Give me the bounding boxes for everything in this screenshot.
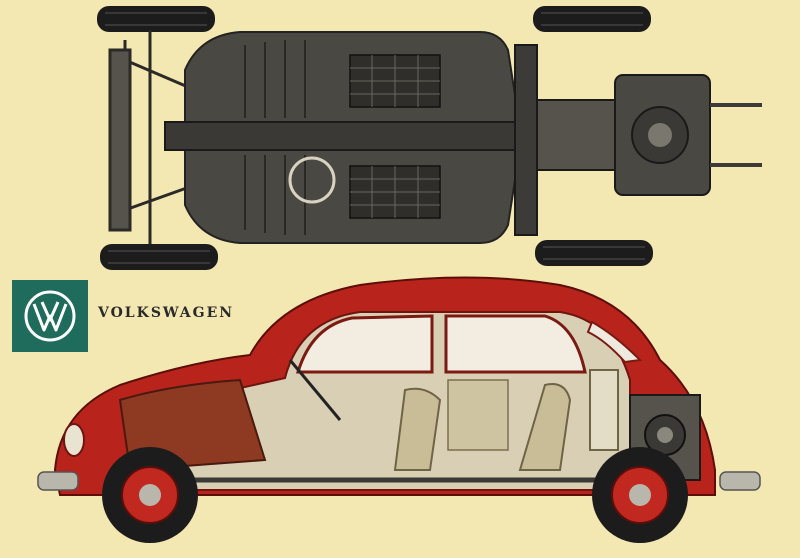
- chassis-wheels: [97, 6, 653, 270]
- rear-window: [586, 320, 643, 364]
- rear-bumper: [719, 471, 761, 491]
- central-tunnel: [164, 121, 526, 151]
- floor-ribs: [244, 40, 306, 235]
- door-panel: [447, 379, 509, 451]
- rear-axle-engine: [514, 44, 762, 236]
- front-bumper: [37, 471, 79, 491]
- chassis-top-view: [97, 6, 762, 270]
- cutaway-side-view: [37, 276, 761, 543]
- side-window: [444, 314, 587, 374]
- seat-grilles: [349, 54, 441, 219]
- front-axle: [108, 30, 196, 244]
- vw-logo-icon: [24, 290, 76, 342]
- headlight: [63, 423, 85, 457]
- steering-column: [288, 359, 342, 421]
- brand-name: VOLKSWAGEN: [98, 305, 235, 321]
- seats: [393, 369, 619, 471]
- front-window: [295, 314, 434, 374]
- side-wheels: [102, 447, 688, 543]
- steering-wheel: [288, 156, 336, 204]
- vw-logo-badge: [12, 280, 88, 352]
